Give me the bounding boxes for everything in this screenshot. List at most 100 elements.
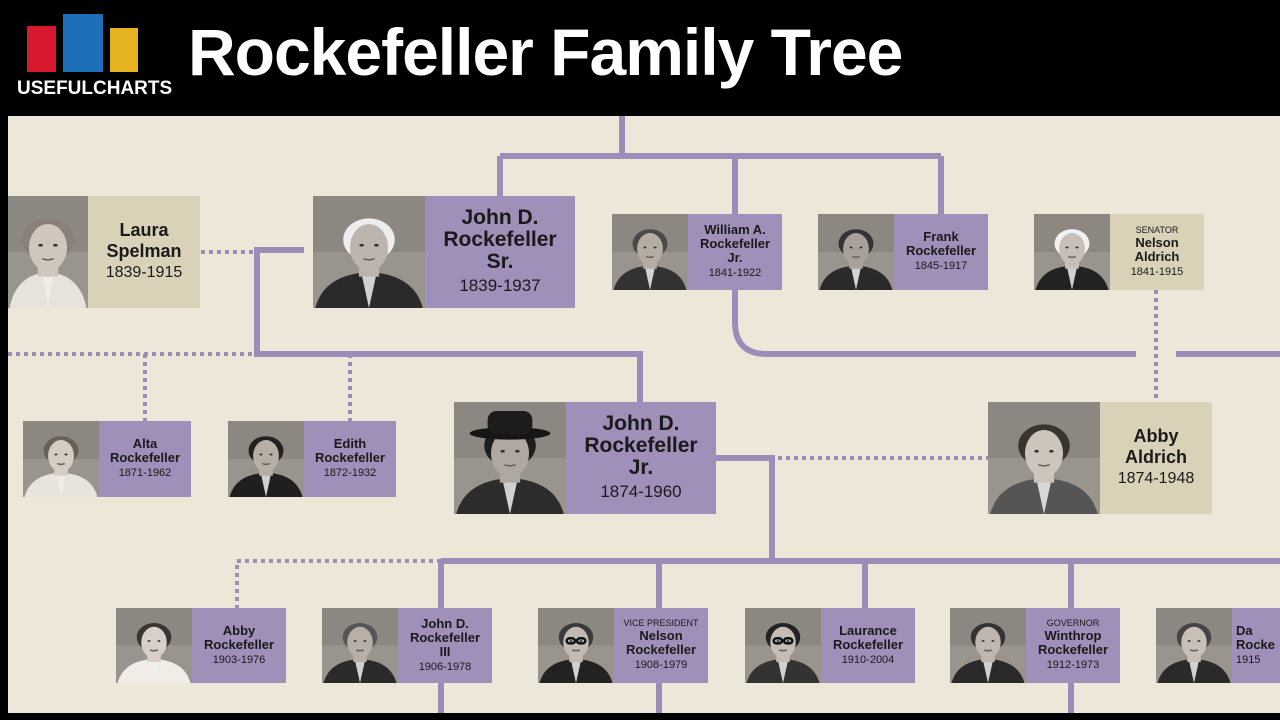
person-name-line-1: William A. xyxy=(704,222,766,237)
portrait-photo xyxy=(1156,608,1232,683)
person-name-line-1: John D. xyxy=(461,206,539,229)
portrait-photo xyxy=(1034,214,1110,290)
logo-yellow-bar xyxy=(110,28,138,72)
person-name-line-3: Sr. xyxy=(486,250,514,273)
person-name-line-1: Abby xyxy=(1133,426,1179,446)
person-name-line-3: III xyxy=(439,643,451,659)
person-years: 1912-1973 xyxy=(1046,659,1100,671)
person-years: 1845-1917 xyxy=(914,260,968,272)
person-years: 1908-1979 xyxy=(634,659,688,671)
person-name-line-2: Spelman xyxy=(106,241,182,261)
person-info: Vice PresidentNelsonRockefeller 1908-1979 xyxy=(614,608,708,683)
person-name-line-1: Laura xyxy=(119,220,169,240)
person-name-line-2: Rockefeller xyxy=(625,642,697,657)
logo-blue-bar xyxy=(63,14,103,72)
person-name-line-2: Rockefeller xyxy=(584,434,698,457)
portrait-photo xyxy=(322,608,398,683)
person-title-role: Vice President xyxy=(623,618,699,628)
header-bar: USEFULCHARTS Rockefeller Family Tree xyxy=(0,0,1280,116)
person-name-line-2: Aldrich xyxy=(1124,447,1187,467)
person-name-line-1: Da xyxy=(1236,622,1253,638)
person-name-line-1: John D. xyxy=(421,615,469,631)
portrait-photo xyxy=(538,608,614,683)
person-name-line-1: Nelson xyxy=(639,628,683,643)
person-title-role: Senator xyxy=(1135,224,1179,235)
person-name-line-2: Rockefeller xyxy=(832,636,904,652)
person-name-line-2: Rockefeller xyxy=(203,636,275,652)
portrait-photo xyxy=(612,214,688,290)
person-name-line-2: Rockefeller xyxy=(409,629,481,645)
person-name-line-1: Winthrop xyxy=(1044,628,1102,643)
line-sr-children xyxy=(254,247,643,402)
person-card-nelson-aldrich[interactable]: SenatorNelsonAldrich1841-1915 xyxy=(1034,214,1204,290)
person-name-line-2: Rockefeller xyxy=(699,236,771,251)
person-name-line-2: Rockefeller xyxy=(109,450,181,465)
person-name-line-1: Alta xyxy=(132,436,158,451)
portrait-photo xyxy=(313,196,425,308)
dotted-lines xyxy=(8,250,1158,608)
person-name-line-1: Edith xyxy=(333,436,367,451)
person-name-line-3: Jr. xyxy=(628,456,654,479)
portrait-photo xyxy=(228,421,304,497)
portrait-photo xyxy=(950,608,1026,683)
person-name-line-2: Rockefeller xyxy=(443,228,557,251)
person-years: 1915 xyxy=(1236,653,1261,666)
usefulcharts-logo[interactable]: USEFULCHARTS xyxy=(17,12,173,104)
dots-abby-r xyxy=(235,559,441,608)
page-title: Rockefeller Family Tree xyxy=(188,15,903,89)
person-years: 1839-1915 xyxy=(105,264,183,281)
portrait-photo xyxy=(818,214,894,290)
person-info: GovernorWinthropRockefeller 1912-1973 xyxy=(1026,608,1120,683)
person-years: 1872-1932 xyxy=(323,467,377,479)
person-name-line-1: Nelson xyxy=(1135,234,1179,250)
bottom-border xyxy=(0,713,1280,720)
person-name-line-1: Abby xyxy=(222,622,256,638)
person-title-role: Governor xyxy=(1046,618,1100,628)
person-years: 1903-1976 xyxy=(212,653,266,666)
line-william-descent xyxy=(732,290,1136,357)
person-card-nelson-r[interactable]: Vice PresidentNelsonRockefeller 1908-1979 xyxy=(538,608,708,683)
tree-connector-lines xyxy=(8,116,1280,713)
portrait-photo xyxy=(23,421,99,497)
person-years: 1910-2004 xyxy=(841,653,895,666)
person-name-line-1: Laurance xyxy=(839,622,897,638)
portrait-photo xyxy=(116,608,192,683)
person-name-line-2: Rocke xyxy=(1236,636,1276,652)
logo-text: USEFULCHARTS xyxy=(17,78,173,99)
person-years: 1839-1937 xyxy=(459,276,541,295)
portrait-photo xyxy=(745,608,821,683)
person-years: 1874-1948 xyxy=(1117,470,1195,487)
portrait-photo xyxy=(8,196,88,308)
person-years: 1874-1960 xyxy=(600,482,682,501)
person-name-line-2: Aldrich xyxy=(1134,248,1180,264)
person-name-line-2: Rockefeller xyxy=(905,243,977,258)
portrait-photo xyxy=(988,402,1100,514)
person-name-line-1: Frank xyxy=(923,229,959,244)
person-card-winthrop[interactable]: GovernorWinthropRockefeller 1912-1973 xyxy=(950,608,1120,683)
person-name-line-3: Jr. xyxy=(727,250,743,265)
person-name-line-2: Rockefeller xyxy=(1037,642,1109,657)
person-years: 1906-1978 xyxy=(418,660,472,673)
person-name-line-2: Rockefeller xyxy=(314,450,386,465)
